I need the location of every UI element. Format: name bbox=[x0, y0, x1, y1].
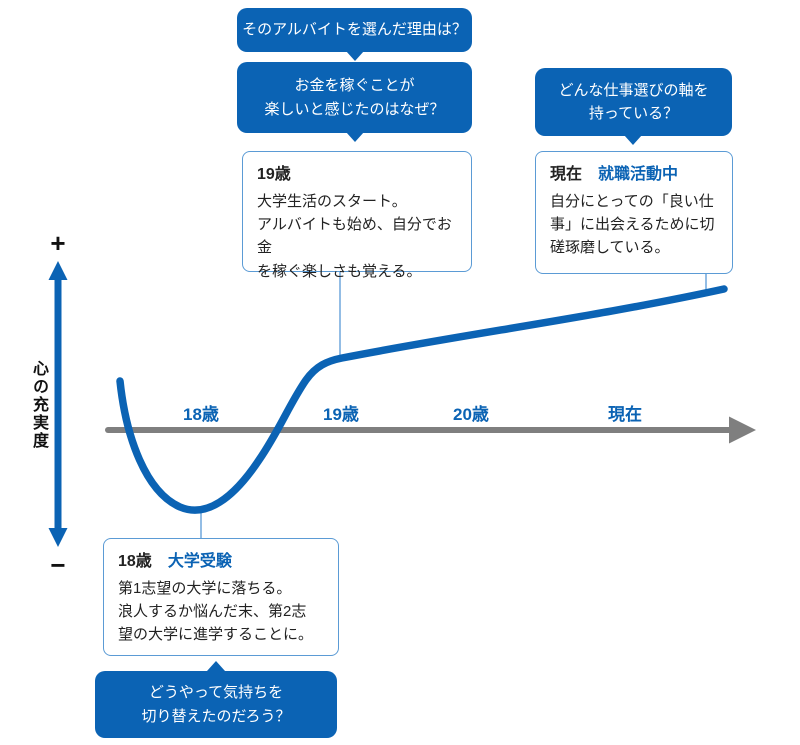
question-bubble-job-axis: どんな仕事選びの軸を 持っている？ bbox=[535, 68, 732, 136]
event-subtitle: 就職活動中 bbox=[598, 166, 679, 183]
question-bubble-text: お金を稼ぐことが 楽しいと感じたのはなぜ？ bbox=[264, 77, 445, 118]
axis-plus-sign: + bbox=[50, 228, 66, 258]
event-box-age19: 19歳 大学生活のスタート。 アルバイトも始め、自分でお金 を稼ぐ楽しさも覚える… bbox=[242, 151, 472, 280]
question-bubble-text: どうやって気持ちを 切り替えたのだろう？ bbox=[141, 684, 291, 725]
bubble-tail-down-icon bbox=[624, 135, 642, 145]
tick-age20: 20歳 bbox=[453, 405, 489, 424]
event-age: 19歳 bbox=[257, 166, 291, 183]
tick-age18: 18歳 bbox=[183, 405, 219, 424]
question-bubble-text: どんな仕事選びの軸を 持っている？ bbox=[558, 81, 709, 122]
vertical-axis-arrow bbox=[48, 261, 68, 547]
axis-label: 心の充実度 bbox=[30, 360, 47, 450]
event-box-present: 現在 就職活動中 自分にとっての「良い仕 事」に出会えるために切 磋琢磨している… bbox=[535, 151, 733, 274]
bubble-tail-up-icon bbox=[207, 661, 225, 671]
event-description: 自分にとっての「良い仕 事」に出会えるために切 磋琢磨している。 bbox=[550, 192, 715, 257]
question-bubble-reason-for-job: そのアルバイトを選んだ理由は？ bbox=[237, 8, 472, 52]
timeline-arrow bbox=[105, 416, 756, 444]
tick-present: 現在 bbox=[608, 405, 642, 424]
question-bubble-text: そのアルバイトを選んだ理由は？ bbox=[242, 21, 467, 39]
event-age: 現在 bbox=[550, 166, 583, 183]
event-subtitle: 大学受験 bbox=[167, 553, 232, 570]
fulfillment-curve bbox=[116, 285, 728, 514]
event-age: 18歳 bbox=[118, 553, 152, 570]
bubble-tail-down-icon bbox=[346, 51, 364, 61]
question-bubble-why-fun-earning: お金を稼ぐことが 楽しいと感じたのはなぜ？ bbox=[237, 62, 472, 133]
event-description: 大学生活のスタート。 アルバイトも始め、自分でお金 を稼ぐ楽しさも覚える。 bbox=[257, 192, 452, 280]
bubble-tail-down-icon bbox=[346, 132, 364, 142]
event-box-age18: 18歳 大学受験 第1志望の大学に落ちる。 浪人するか悩んだ末、第2志 望の大学… bbox=[103, 538, 339, 656]
event-description: 第1志望の大学に落ちる。 浪人するか悩んだ末、第2志 望の大学に進学することに。 bbox=[118, 579, 314, 644]
tick-age19: 19歳 bbox=[323, 405, 359, 424]
axis-minus-sign: − bbox=[50, 550, 66, 580]
event-title-row: 18歳 大学受験 bbox=[118, 550, 324, 575]
event-title-row: 19歳 bbox=[257, 163, 457, 188]
event-title-row: 現在 就職活動中 bbox=[550, 163, 718, 188]
question-bubble-switch-feelings: どうやって気持ちを 切り替えたのだろう？ bbox=[95, 671, 337, 738]
